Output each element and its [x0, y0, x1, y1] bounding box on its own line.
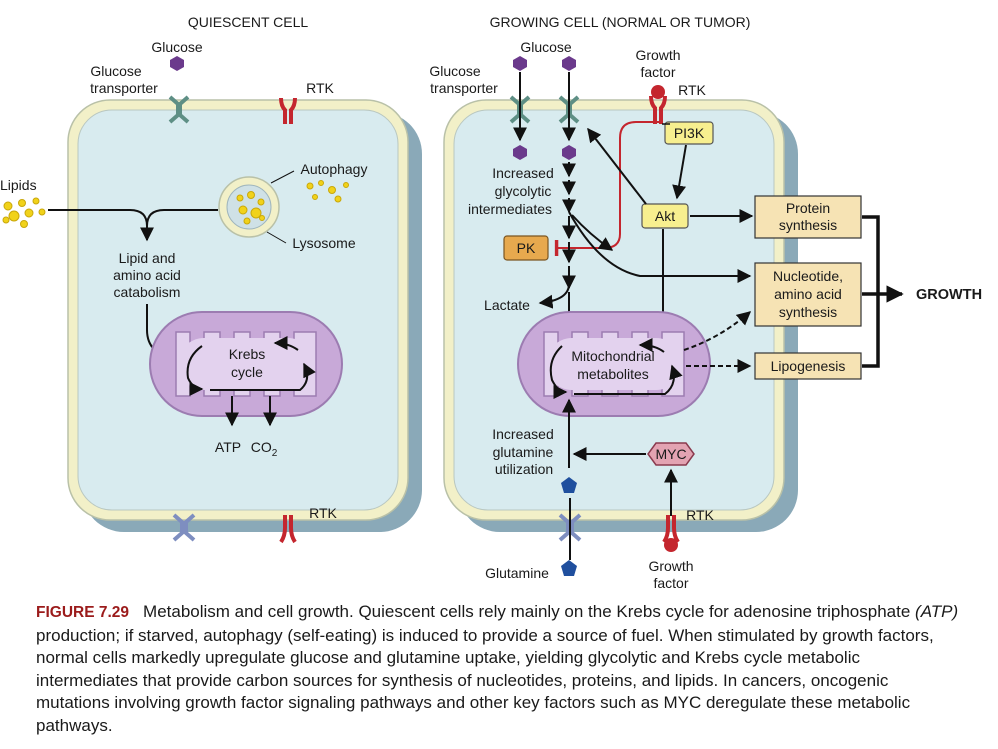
right-transporter-label: Glucose	[429, 63, 481, 79]
growth-factor-bottom-label-1: Growth	[648, 558, 693, 574]
autophagy-droplets-icon	[306, 180, 349, 203]
lactate-arrow	[538, 283, 570, 309]
atp-label: ATP	[215, 439, 241, 455]
protein-synthesis-label-2: synthesis	[779, 217, 837, 233]
caption-atp: (ATP)	[915, 602, 959, 621]
krebs-label-2: cycle	[231, 364, 263, 380]
glutamine-util-label-1: Increased	[492, 426, 553, 442]
glucose-molecule-icon	[562, 56, 576, 71]
left-transporter-label: Glucose	[90, 63, 142, 79]
growth-label: GROWTH	[916, 287, 982, 303]
left-title: QUIESCENT CELL	[188, 14, 309, 30]
glutamine-label: Glutamine	[485, 565, 549, 581]
nucleotide-synthesis-box	[754, 262, 862, 327]
left-transporter-label-2: transporter	[90, 80, 158, 96]
mito-label-2: metabolites	[577, 366, 649, 382]
growth-factor-top-label-1: Growth	[635, 47, 680, 63]
glutamine-util-label-3: utilization	[495, 461, 553, 477]
pi3k-label: PI3K	[674, 125, 705, 141]
autophagy-label: Autophagy	[301, 161, 368, 177]
nucleotide-label-3: synthesis	[779, 304, 837, 320]
akt-to-transporter-arrow	[587, 127, 647, 205]
left-rtk-top-label: RTK	[306, 80, 334, 96]
right-transporter-label-2: transporter	[430, 80, 498, 96]
glucose-molecule-icon	[170, 56, 184, 71]
lipogenesis-box	[754, 352, 862, 380]
nucleotide-label-2: amino acid	[774, 286, 842, 302]
glucose-molecule-icon	[513, 145, 527, 160]
glucose-transporter-icon	[168, 95, 190, 124]
glutamine-molecule-icon	[561, 477, 577, 493]
metabolism-diagram: QUIESCENT CELL GROWING CELL (NORMAL OR T…	[0, 14, 982, 591]
caption-text-2: production; if starved, autophagy (self-…	[36, 625, 934, 735]
glycolytic-label-3: intermediates	[468, 201, 552, 217]
pk-label: PK	[517, 240, 536, 256]
mito-label-1: Mitochondrial	[571, 348, 654, 364]
myc-label: MYC	[655, 446, 686, 462]
left-glucose-label: Glucose	[151, 39, 203, 55]
protein-synthesis-box	[754, 195, 862, 239]
glycolytic-label-2: glycolytic	[495, 183, 552, 199]
glucose-molecule-icon	[562, 145, 576, 160]
rtk-receptor-icon	[279, 97, 297, 124]
right-rtk-top-label: RTK	[678, 82, 706, 98]
lysosome-pointer	[266, 231, 287, 244]
growth-bracket	[862, 215, 880, 368]
pi3k-to-akt-arrow	[672, 144, 687, 200]
protein-synthesis-label-1: Protein	[786, 200, 830, 216]
figure-caption: FIGURE 7.29 Metabolism and cell growth. Q…	[36, 601, 966, 738]
caption-label: FIGURE 7.29	[36, 604, 130, 621]
mito-cycle-arrows	[549, 338, 683, 399]
bottom-transporter-icon	[172, 513, 196, 542]
lactate-label: Lactate	[484, 297, 530, 313]
glycolytic-label-1: Increased	[492, 165, 553, 181]
right-glucose-label: Glucose	[520, 39, 572, 55]
glutamine-transporter-icon	[558, 513, 582, 542]
krebs-label-1: Krebs	[229, 346, 266, 362]
growth-factor-top-label-2: factor	[640, 64, 675, 80]
rtk-with-growth-factor-bottom-icon	[662, 515, 680, 552]
co2-label: CO2	[251, 439, 278, 459]
lipids-label: Lipids	[0, 177, 37, 193]
lysosome-arrow	[146, 209, 218, 227]
right-title: GROWING CELL (NORMAL OR TUMOR)	[490, 14, 751, 30]
pk-box	[503, 235, 549, 261]
glutamine-molecule-icon	[561, 560, 577, 576]
catabolism-label-1: Lipid and	[119, 250, 176, 266]
glucose-molecule-icon	[513, 56, 527, 71]
rtk-receptor-bottom-icon	[279, 515, 297, 544]
akt-box	[641, 203, 689, 229]
krebs-cycle-arrows	[186, 336, 316, 396]
catabolism-label-2: amino acid	[113, 267, 181, 283]
glutamine-util-label-2: glutamine	[493, 444, 554, 460]
catabolism-label-3: catabolism	[114, 284, 181, 300]
growth-factor-bottom-label-2: factor	[653, 575, 688, 591]
akt-label: Akt	[655, 208, 675, 224]
nucleotide-label-1: Nucleotide,	[773, 268, 843, 284]
right-mitochondrion	[517, 311, 711, 417]
left-rtk-bottom-label: RTK	[309, 505, 337, 521]
autophagy-pointer	[270, 170, 295, 184]
lipogenesis-label: Lipogenesis	[771, 358, 846, 374]
right-rtk-bottom-label: RTK	[686, 507, 714, 523]
caption-text-1: Metabolism and cell growth. Quiescent ce…	[143, 602, 916, 621]
rtk-with-growth-factor-icon	[649, 85, 667, 124]
myc-box	[647, 442, 695, 466]
lysosome-label: Lysosome	[292, 235, 356, 251]
pi3k-box	[664, 121, 714, 145]
lysosome-icon	[218, 176, 280, 238]
lipid-droplets-icon	[2, 197, 46, 228]
